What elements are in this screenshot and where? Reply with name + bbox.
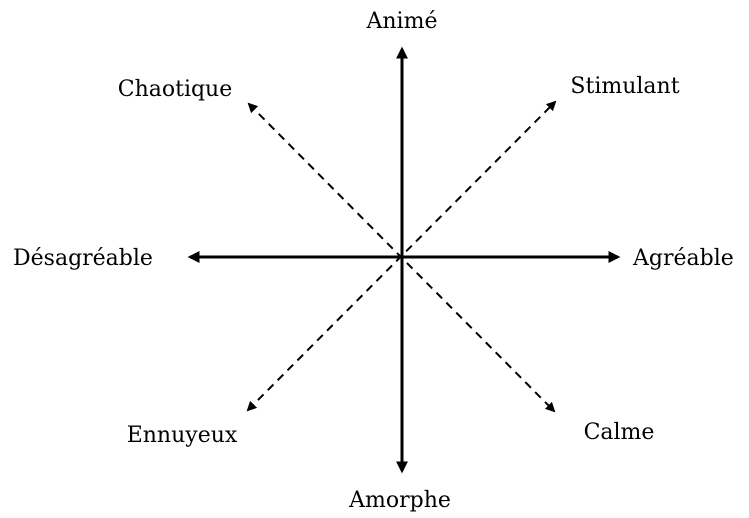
label-top-left: Chaotique: [118, 77, 233, 102]
diagonal-axis-falling-arrow: [247, 102, 556, 413]
label-left: Désagréable: [13, 246, 153, 271]
label-top-right: Stimulant: [570, 74, 679, 99]
label-bottom-left: Ennuyeux: [127, 423, 238, 448]
label-right: Agréable: [632, 246, 734, 271]
label-bottom: Amorphe: [348, 488, 451, 513]
label-top: Animé: [366, 9, 438, 34]
label-bottom-right: Calme: [584, 420, 655, 445]
